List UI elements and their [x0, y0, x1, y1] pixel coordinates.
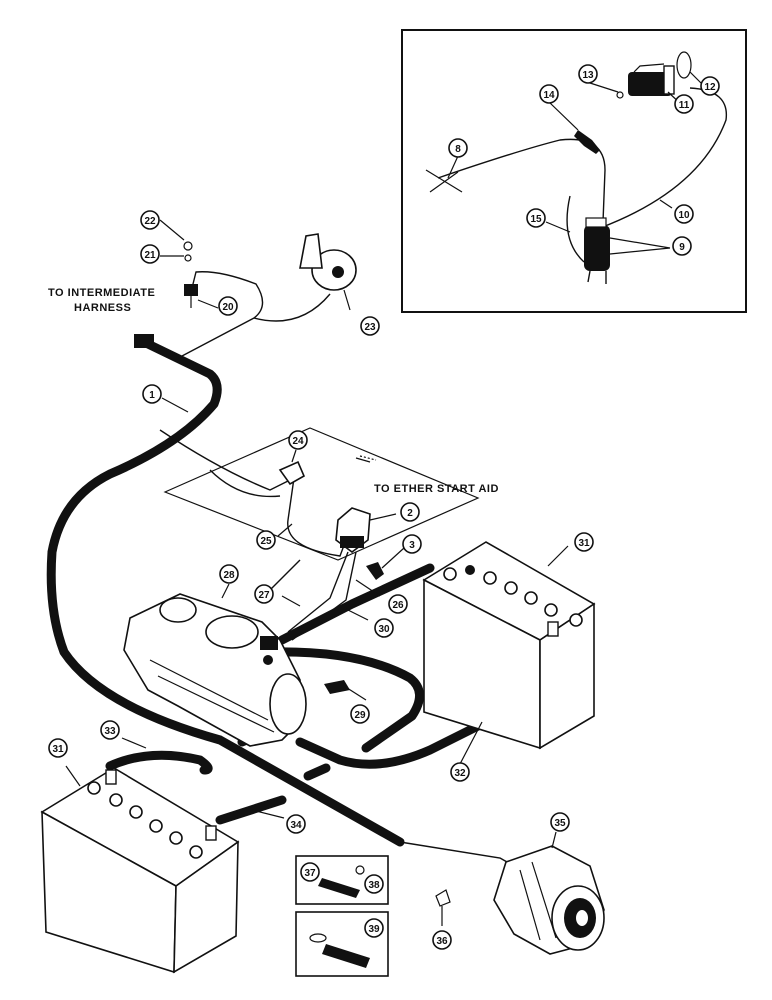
intermediate-harness-label: TO INTERMEDIATE [48, 287, 155, 299]
callout-label: 11 [679, 100, 690, 111]
main-harness [46, 271, 480, 847]
callout-31a: 31 [574, 532, 594, 552]
callout-30: 30 [374, 618, 394, 638]
solenoid-icon [566, 195, 610, 284]
starter-motor [123, 593, 307, 747]
callout-label: 26 [392, 600, 404, 611]
callout-8: 8 [448, 138, 468, 158]
callout-label: 21 [144, 250, 156, 261]
callout-label: 39 [368, 924, 380, 935]
callout-13: 13 [578, 64, 598, 84]
callout-label: 20 [222, 302, 234, 313]
callout-29: 29 [350, 704, 370, 724]
callout-label: 34 [290, 820, 302, 831]
callout-label: 29 [354, 710, 366, 721]
callout-label: 12 [704, 82, 716, 93]
callout-label: 28 [223, 570, 235, 581]
callout-27: 27 [254, 584, 274, 604]
battery-cable [303, 763, 331, 781]
callout-28: 28 [219, 564, 239, 584]
callout-label: 37 [304, 868, 316, 879]
callout-label: 27 [258, 590, 270, 601]
o-ring-icon [676, 51, 692, 79]
callout-label: 33 [104, 726, 116, 737]
connector-icon [278, 460, 306, 486]
callout-label: 36 [436, 936, 448, 947]
battery-cable [265, 647, 424, 753]
callout-24: 24 [288, 430, 308, 450]
connector-icon [366, 562, 384, 580]
gauge-icon [299, 233, 357, 291]
callout-2: 2 [400, 502, 420, 522]
callout-label: 9 [679, 242, 685, 253]
alternator [493, 845, 605, 955]
sender-icon [184, 284, 198, 308]
callout-32: 32 [450, 762, 470, 782]
callout-label: 3 [409, 540, 415, 551]
callout-33: 33 [100, 720, 120, 740]
callout-label: 30 [378, 624, 390, 635]
callout-39: 39 [364, 918, 384, 938]
arrow-icon [355, 457, 371, 463]
callout-label: 35 [554, 818, 566, 829]
ether-valve-icon [628, 63, 675, 96]
callout-label: 31 [578, 538, 590, 549]
callout-36: 36 [432, 930, 452, 950]
callout-34: 34 [286, 814, 306, 834]
callout-21: 21 [140, 244, 160, 264]
relay-icon [335, 507, 371, 553]
callout-label: 10 [678, 210, 690, 221]
battery-cable [277, 563, 435, 645]
callout-10: 10 [674, 204, 694, 224]
washer-icon [184, 254, 192, 262]
callout-label: 14 [543, 90, 555, 101]
callout-label: 23 [364, 322, 376, 333]
callout-9: 9 [672, 236, 692, 256]
callout-20: 20 [218, 296, 238, 316]
callout-26: 26 [388, 594, 408, 614]
clip-icon [435, 889, 451, 907]
callout-label: 1 [149, 390, 155, 401]
tie-strap-icon [425, 169, 463, 193]
callout-12: 12 [700, 76, 720, 96]
callout-label: 32 [454, 768, 466, 779]
callout-37: 37 [300, 862, 320, 882]
callout-label: 15 [530, 214, 542, 225]
callout-label: 13 [582, 70, 594, 81]
battery-right [422, 541, 596, 750]
battery-cable [105, 750, 213, 775]
callout-31b: 31 [48, 738, 68, 758]
inset-detail [401, 29, 747, 313]
callout-35: 35 [550, 812, 570, 832]
battery-left [40, 767, 240, 974]
callout-label: 2 [407, 508, 413, 519]
intermediate-harness-label-2: HARNESS [74, 302, 131, 314]
callout-label: 24 [292, 436, 304, 447]
callout-label: 38 [368, 880, 380, 891]
connector-icon [134, 334, 154, 348]
connector-icon [574, 130, 600, 154]
callout-1: 1 [142, 384, 162, 404]
callout-11: 11 [674, 94, 694, 114]
callout-3: 3 [402, 534, 422, 554]
callout-label: 25 [260, 536, 272, 547]
leader-lines [65, 219, 569, 926]
callout-38: 38 [364, 874, 384, 894]
washer-icon [616, 91, 624, 99]
connector-icon [324, 680, 350, 694]
nut-icon [183, 241, 193, 251]
battery-cable [215, 795, 287, 825]
callout-14: 14 [539, 84, 559, 104]
ether-start-aid-label: TO ETHER START AID [374, 483, 499, 495]
callout-label: 31 [52, 744, 64, 755]
callout-23: 23 [360, 316, 380, 336]
callout-label: 22 [144, 216, 156, 227]
callout-25: 25 [256, 530, 276, 550]
callout-22: 22 [140, 210, 160, 230]
callout-label: 8 [455, 144, 461, 155]
callout-15: 15 [526, 208, 546, 228]
